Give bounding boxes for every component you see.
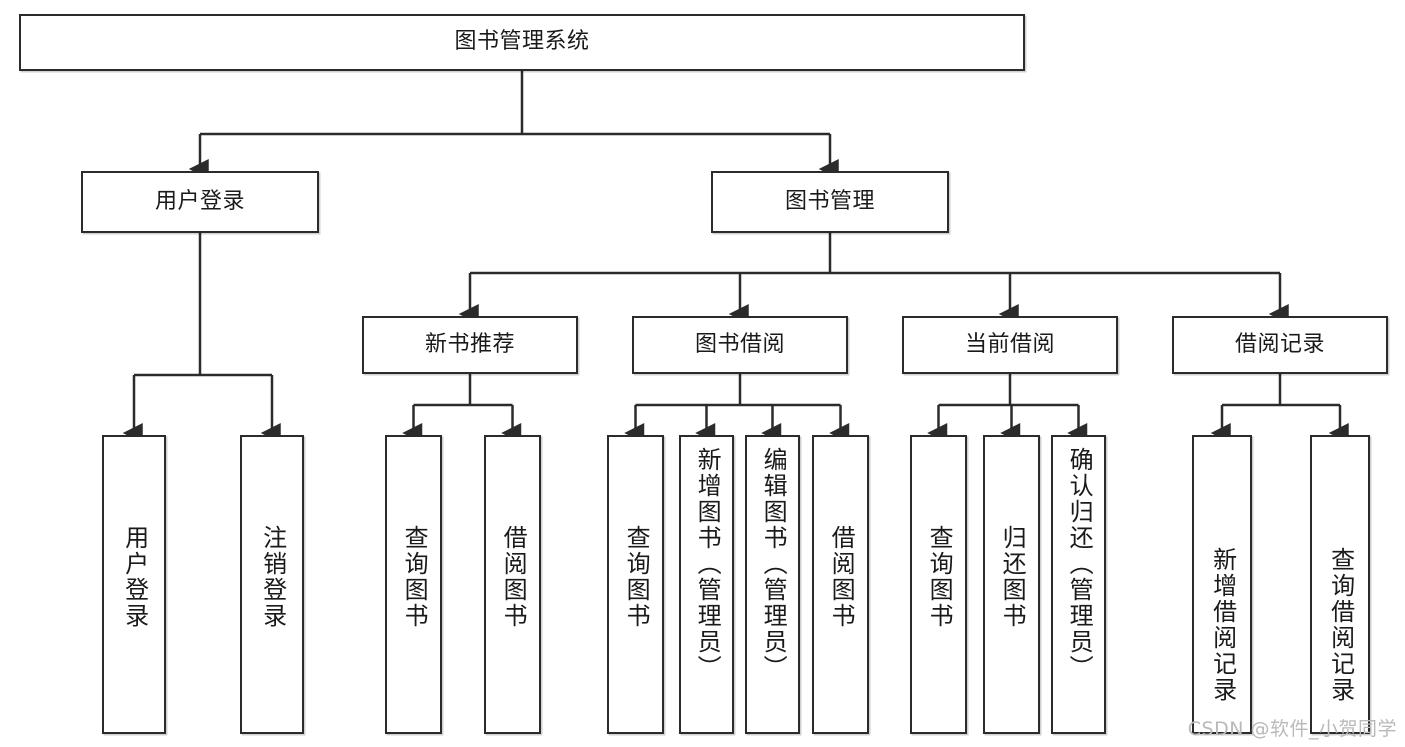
node-label: 用户登录 bbox=[120, 525, 149, 629]
node-root[interactable]: 图书管理系统 bbox=[19, 14, 1025, 71]
node-label: 查询图书 bbox=[400, 525, 429, 629]
node-newbook[interactable]: 新书推荐 bbox=[362, 316, 578, 374]
node-borrow[interactable]: 图书借阅 bbox=[632, 316, 848, 374]
node-login[interactable]: 用户登录 bbox=[81, 171, 319, 233]
node-l-userlogin[interactable]: 用户登录 bbox=[102, 435, 166, 734]
node-label: 查询图书 bbox=[622, 525, 651, 629]
node-l-bbook2[interactable]: 借阅图书 bbox=[812, 435, 869, 734]
node-l-qbook3[interactable]: 查询图书 bbox=[910, 435, 967, 734]
node-l-qbook2[interactable]: 查询图书 bbox=[607, 435, 664, 734]
node-l-editbook[interactable]: 编辑图书（管理员） bbox=[745, 435, 800, 734]
node-label: 新增借阅记录 bbox=[1208, 547, 1237, 703]
node-label: 归还图书 bbox=[998, 525, 1027, 629]
node-label: 查询借阅记录 bbox=[1326, 547, 1355, 703]
node-records[interactable]: 借阅记录 bbox=[1172, 316, 1388, 374]
node-l-qbook1[interactable]: 查询图书 bbox=[385, 435, 442, 734]
node-label: 注销登录 bbox=[258, 525, 287, 629]
node-label: 借阅图书 bbox=[499, 525, 528, 629]
node-l-confirm[interactable]: 确认归还（管理员） bbox=[1051, 435, 1106, 734]
node-label: 图书管理 bbox=[784, 188, 875, 214]
node-label: 借阅记录 bbox=[1234, 331, 1325, 357]
node-l-qrec[interactable]: 查询借阅记录 bbox=[1310, 435, 1370, 734]
node-label: 借阅图书 bbox=[827, 525, 856, 629]
node-current[interactable]: 当前借阅 bbox=[902, 316, 1118, 374]
node-l-return[interactable]: 归还图书 bbox=[983, 435, 1040, 734]
node-l-logout[interactable]: 注销登录 bbox=[240, 435, 304, 734]
node-label: 图书管理系统 bbox=[454, 29, 590, 55]
node-label: 编辑图书（管理员） bbox=[759, 447, 788, 681]
node-l-bbook1[interactable]: 借阅图书 bbox=[484, 435, 541, 734]
node-label: 当前借阅 bbox=[964, 331, 1055, 357]
node-label: 图书借阅 bbox=[694, 331, 785, 357]
node-l-addrec[interactable]: 新增借阅记录 bbox=[1192, 435, 1252, 734]
node-label: 新增图书（管理员） bbox=[693, 447, 722, 681]
node-bookmgmt[interactable]: 图书管理 bbox=[711, 171, 949, 233]
node-label: 确认归还（管理员） bbox=[1065, 447, 1094, 681]
connector-group bbox=[122, 71, 1349, 443]
watermark-text: CSDN @软件_小贺同学 bbox=[1187, 718, 1397, 740]
node-label: 查询图书 bbox=[925, 525, 954, 629]
node-l-addbook[interactable]: 新增图书（管理员） bbox=[679, 435, 734, 734]
node-label: 新书推荐 bbox=[424, 331, 515, 357]
node-label: 用户登录 bbox=[154, 188, 245, 214]
